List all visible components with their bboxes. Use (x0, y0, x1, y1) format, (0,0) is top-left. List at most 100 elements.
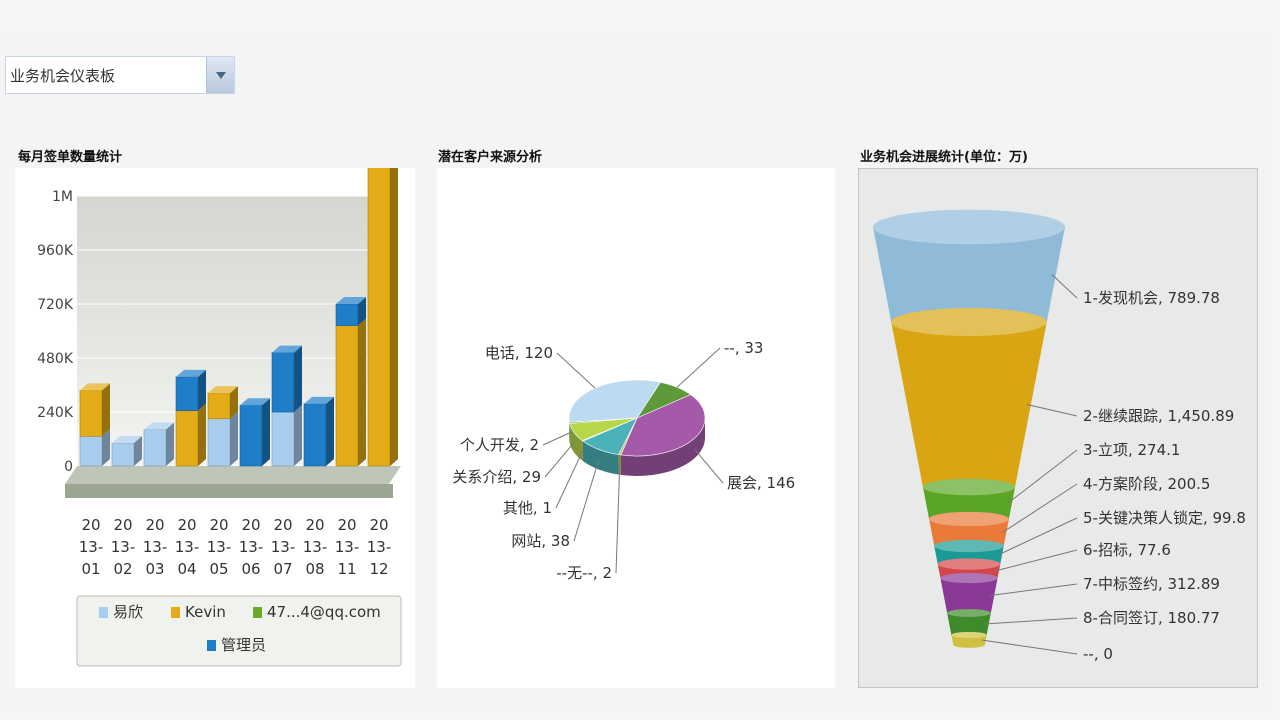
bar-segment (335, 297, 366, 326)
funnel-leader-line (994, 549, 1078, 572)
bar-x-tick-label: 20 (305, 516, 324, 534)
bar-x-tick-label: 20 (177, 516, 196, 534)
bar-chart: 0240K480K720K960K1M2013-012013-022013-03… (37, 145, 402, 667)
bar-face (175, 376, 199, 411)
bar-x-tick-label: 20 (113, 516, 132, 534)
bar-side (390, 145, 398, 467)
bar-chart-title: 每月签单数量统计 (18, 150, 123, 165)
pie-slice (568, 379, 661, 423)
funnel-stage-label: --, 0 (1083, 645, 1113, 663)
bar-floor (65, 466, 401, 484)
funnel-stage-label: 5-关键决策人锁定, 99.8 (1083, 509, 1246, 527)
bar-x-tick-label: 13- (143, 538, 168, 556)
bar-y-tick-label: 240K (37, 405, 74, 421)
bar-x-tick-label: 05 (209, 560, 228, 578)
funnel-stage-top (934, 539, 1004, 553)
bar-face (79, 390, 103, 437)
bar-x-tick-label: 07 (273, 560, 292, 578)
bar-face (175, 410, 199, 467)
funnel-stage (951, 631, 987, 648)
funnel-stage-body (940, 578, 998, 617)
bar-side (294, 405, 302, 466)
bar-segment (367, 145, 398, 467)
pie-leader-line (542, 432, 570, 446)
funnel-chart-panel: 1-发现机会, 789.78 2-继续跟踪, 1,450.89 3-立项, 274.… (858, 168, 1258, 688)
funnel-leader-line (990, 583, 1078, 596)
bar-x-tick-label: 06 (241, 560, 260, 578)
funnel-stage-top (929, 511, 1009, 527)
pie-slice-side (582, 440, 584, 462)
bar-x-tick-label: 12 (369, 560, 388, 578)
dashboard-selector-value: 业务机会仪表板 (10, 66, 116, 85)
pie-slice-label: --, 33 (724, 339, 763, 357)
bar-face (79, 435, 103, 467)
bar-x-tick-label: 01 (81, 560, 100, 578)
bar-legend-swatch (171, 607, 180, 618)
bar-x-tick-label: 20 (209, 516, 228, 534)
funnel-stage-label: 3-立项, 274.1 (1083, 441, 1180, 459)
funnel-stage-label: 2-继续跟踪, 1,450.89 (1083, 407, 1234, 425)
bar-x-tick-label: 13- (367, 538, 392, 556)
bar-face (271, 352, 295, 413)
pie-slice-label: 个人开发, 2 (460, 436, 539, 454)
bar-y-tick-label: 720K (37, 297, 74, 313)
funnel-leader-line (1002, 483, 1078, 533)
bar-top (144, 422, 174, 430)
bar-x-tick-label: 20 (81, 516, 100, 534)
bar-segment (239, 398, 270, 467)
bar-y-tick-label: 0 (64, 459, 73, 475)
bar-side (198, 369, 206, 411)
bar-x-tick-label: 13- (207, 538, 232, 556)
funnel-stage-label: 6-招标, 77.6 (1083, 541, 1171, 559)
bar-side (294, 345, 302, 412)
bar-side (102, 429, 110, 466)
bar-top (208, 386, 238, 394)
funnel-leader-line (997, 517, 1078, 556)
bar-x-tick-label: 20 (337, 516, 356, 534)
bar-side (358, 318, 366, 466)
bar-x-tick-label: 20 (273, 516, 292, 534)
bar-y-tick-label: 480K (37, 351, 74, 367)
funnel-stage (873, 209, 1065, 336)
funnel-stage-top (951, 631, 987, 639)
funnel-chart-title: 业务机会进展统计(单位：万) (860, 150, 1028, 165)
pie-leader-line (556, 352, 596, 389)
dashboard-selector[interactable]: 业务机会仪表板 (5, 56, 235, 94)
pie-slice-label: 其他, 1 (503, 499, 552, 517)
bar-legend-swatch (207, 640, 216, 651)
bar-side (102, 383, 110, 437)
bar-side (262, 398, 270, 466)
funnel-leader-line (1026, 404, 1078, 417)
bar-segment (303, 396, 334, 467)
bar-legend-label: Kevin (185, 603, 226, 621)
bar-face (143, 429, 167, 467)
bar-side (358, 297, 366, 326)
bar-x-tick-label: 13- (239, 538, 264, 556)
chevron-down-icon[interactable] (206, 57, 234, 93)
funnel-stage-top (891, 308, 1047, 336)
funnel-leader-line (981, 639, 1078, 655)
bar-x-tick-label: 20 (241, 516, 260, 534)
pie-leader-line (693, 448, 724, 484)
bar-top (176, 369, 206, 377)
funnel-stage-top (937, 558, 1001, 570)
bar-legend-label: 管理员 (221, 636, 266, 654)
bar-face (367, 152, 391, 467)
funnel-stage (891, 308, 1047, 496)
bar-top (112, 436, 142, 444)
bar-x-tick-label: 13- (303, 538, 328, 556)
bar-face (271, 411, 295, 467)
funnel-leader-line (1051, 274, 1078, 299)
bar-face (335, 325, 359, 467)
pie-slice-side (569, 423, 583, 461)
pie-slice-label: --无--, 2 (556, 564, 612, 582)
bar-x-tick-label: 11 (337, 560, 356, 578)
pie-leader-line (555, 450, 584, 509)
funnel-stage-label: 1-发现机会, 789.78 (1083, 289, 1220, 307)
bar-x-tick-label: 20 (369, 516, 388, 534)
bar-side (326, 396, 334, 466)
bar-top (80, 383, 110, 391)
bar-top (304, 396, 334, 404)
